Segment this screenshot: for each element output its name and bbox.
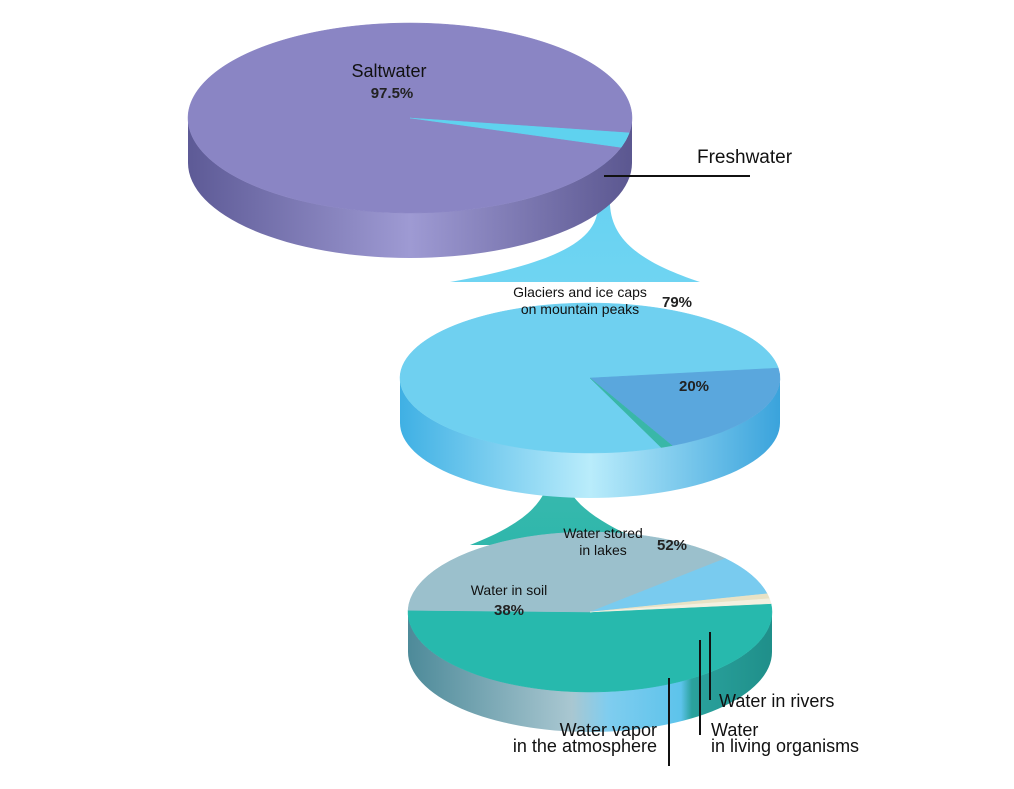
pie-slice-slice-1 [589, 367, 781, 446]
organisms-label-line1: Water [711, 720, 758, 740]
pie-slice-water-in-rivers [589, 598, 772, 613]
pie-slice-water-in-soil [407, 531, 726, 613]
saltwater-percent: 97.5% [371, 85, 414, 102]
glaciers-label-line1: Glaciers and ice caps [513, 284, 647, 300]
groundwater-percent: 20% [679, 378, 709, 395]
lakes-label-line1: Water stored [563, 525, 643, 541]
rivers-label: Water in rivers [719, 691, 834, 711]
lakes-percent: 52% [657, 537, 687, 554]
vapor-label-line2: in the atmosphere [513, 736, 657, 756]
pie-slice-slice-2 [589, 377, 673, 448]
glaciers-percent: 79% [662, 294, 692, 311]
freshwater-stream [450, 150, 700, 282]
pie-side-wall [188, 118, 632, 258]
pie-side-wall [408, 612, 772, 732]
saltwater-freshwater-pie [187, 22, 633, 258]
soil-percent: 38% [494, 602, 524, 619]
pie-slice-glaciers-and-ice-caps-on-mountain-peaks [399, 302, 779, 454]
pie-slice-water-vapor-in-the-atmosphere [589, 558, 768, 613]
freshwater-breakdown-pie [399, 302, 781, 498]
pie-side-wall [400, 378, 780, 498]
lakes-label-line2: in lakes [579, 542, 626, 558]
pie-slice-freshwater [409, 117, 630, 148]
vapor-label-line1: Water vapor [560, 720, 657, 740]
saltwater-label: Saltwater [351, 61, 426, 81]
pie-slice-water-stored-in-lakes [407, 603, 773, 693]
soil-label: Water in soil [471, 582, 548, 598]
glaciers-label-line2: on mountain peaks [521, 301, 639, 317]
organisms-label-line2: in living organisms [711, 736, 859, 756]
surface-water-breakdown-pie [407, 531, 773, 732]
freshwater-label: Freshwater [697, 147, 793, 168]
